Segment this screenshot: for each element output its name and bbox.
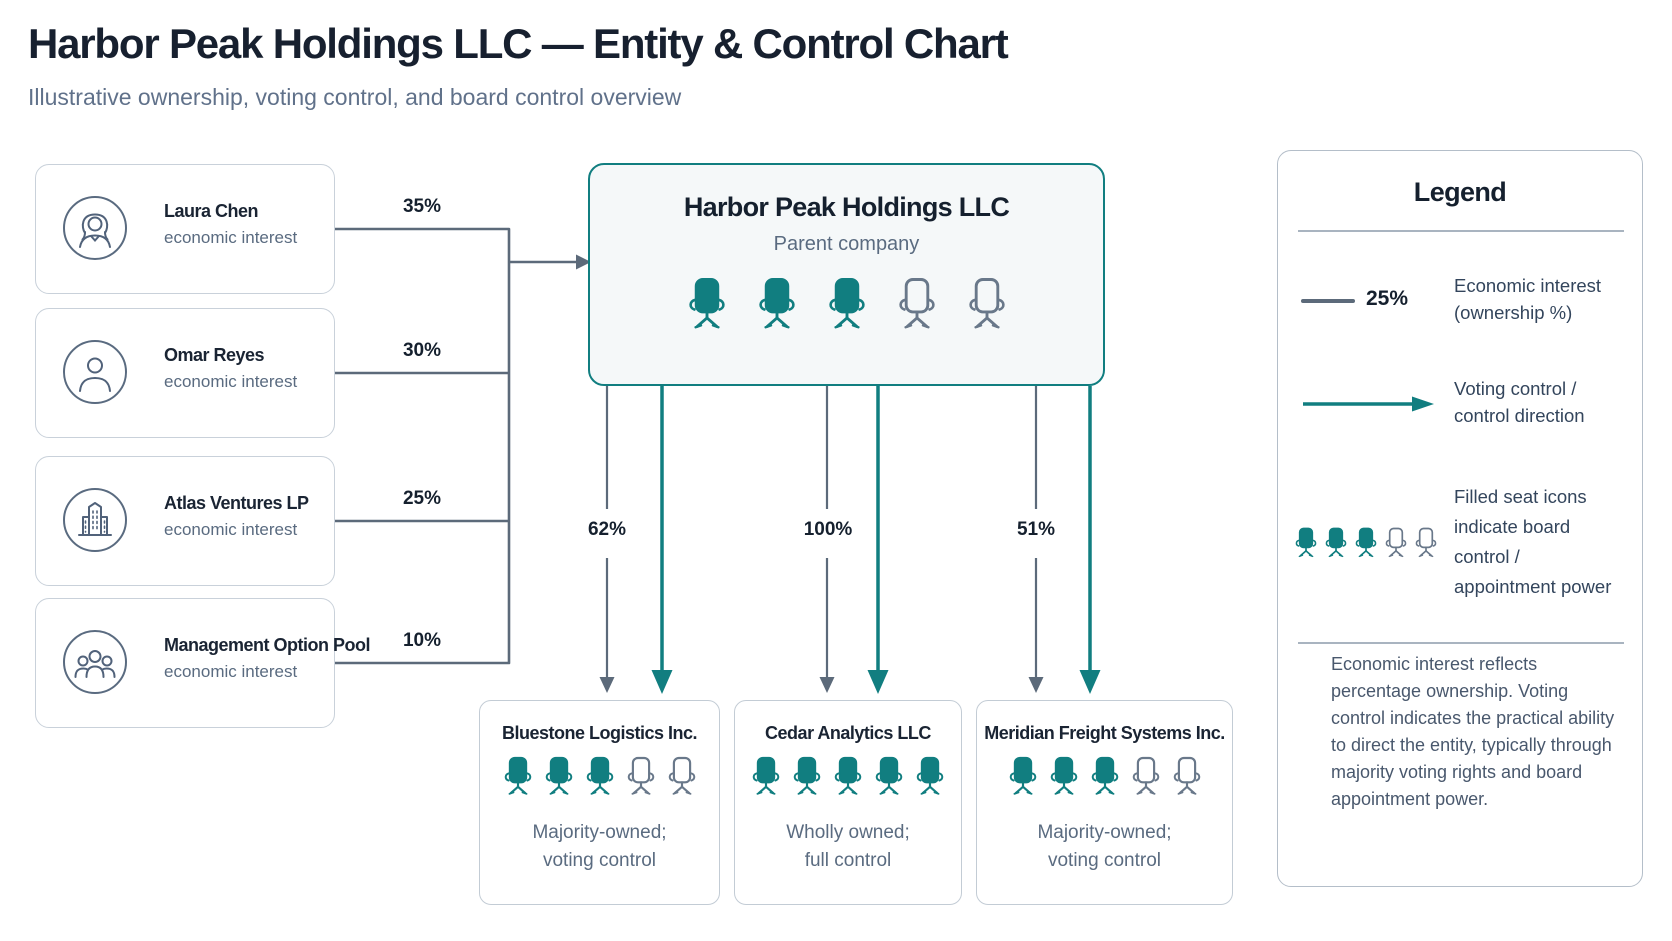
owner-card-laura-chen: Laura Chen economic interest [35, 164, 335, 294]
board-seat-filled-icon [500, 756, 536, 796]
subsidiary-card-bluestone: Bluestone Logistics Inc. Majority-owned;… [479, 700, 720, 905]
voting-control-arrow-icon [1303, 396, 1434, 412]
legend-economic-label: Economic interest (ownership %) [1454, 272, 1601, 326]
board-seat-filled-icon [1352, 527, 1380, 558]
board-seat-filled-icon [871, 756, 907, 796]
legend-text-line: indicate board [1454, 516, 1571, 537]
avatar [63, 630, 127, 694]
parent-entity-descriptor: Parent company [773, 233, 920, 255]
owner-card-omar-reyes: Omar Reyes economic interest [35, 308, 335, 438]
board-seat-empty-icon [664, 756, 700, 796]
caption-line: Majority-owned; [532, 822, 667, 843]
board-seat-filled-icon [1292, 527, 1320, 558]
subsidiary-percent-label: 51% [1016, 519, 1056, 540]
board-seats-row [480, 756, 719, 796]
board-seats-row [590, 277, 1103, 330]
legend-text-line: appointment power [1454, 576, 1612, 597]
subsidiary-caption: Majority-owned; voting control [977, 819, 1232, 875]
subsidiary-percent-label: 62% [587, 519, 627, 540]
legend-text-line: Economic interest [1454, 275, 1602, 296]
caption-line: Wholly owned; [786, 822, 910, 843]
owner-descriptor: economic interest [164, 520, 298, 539]
board-seats-row [735, 756, 961, 796]
subsidiary-caption: Wholly owned; full control [735, 819, 961, 875]
legend-divider [1298, 230, 1624, 232]
board-seat-filled-icon [1087, 756, 1123, 796]
people-group-icon [74, 650, 116, 678]
owner-descriptor: economic interest [164, 372, 298, 391]
board-seat-filled-icon [582, 756, 618, 796]
economic-interest-line-sample [1301, 299, 1355, 303]
legend-note: Economic interest reflects percentage ow… [1331, 654, 1615, 809]
economic-interest-sample-value: 25% [1366, 287, 1409, 310]
legend-divider [1298, 642, 1624, 644]
avatar [63, 340, 127, 404]
board-seat-filled-icon [1005, 756, 1041, 796]
board-seat-filled-icon [748, 756, 784, 796]
legend-board-seats-sample [1292, 527, 1440, 558]
board-seat-filled-icon [830, 756, 866, 796]
legend-text-line: control / [1454, 546, 1520, 567]
board-seat-empty-icon [963, 277, 1011, 330]
caption-line: voting control [542, 850, 656, 871]
male-avatar-icon [79, 357, 111, 392]
owner-card-atlas-ventures: Atlas Ventures LP economic interest [35, 456, 335, 586]
subsidiary-percent-label: 100% [803, 519, 853, 540]
owner-name: Management Option Pool [164, 635, 371, 655]
board-seat-empty-icon [623, 756, 659, 796]
owner-descriptor: economic interest [164, 228, 298, 247]
avatar [63, 488, 127, 552]
board-seat-filled-icon [1322, 527, 1350, 558]
board-seat-empty-icon [893, 277, 941, 330]
legend-title: Legend [1413, 177, 1507, 207]
owner-name: Laura Chen [164, 201, 259, 221]
building-icon [78, 502, 112, 536]
page-title: Harbor Peak Holdings LLC — Entity & Cont… [28, 20, 1009, 67]
caption-line: full control [804, 850, 892, 871]
board-seat-filled-icon [753, 277, 801, 330]
caption-line: Majority-owned; [1037, 822, 1172, 843]
board-seat-filled-icon [683, 277, 731, 330]
board-seat-empty-icon [1128, 756, 1164, 796]
subsidiary-card-cedar: Cedar Analytics LLC Wholly owned; full c… [734, 700, 962, 905]
parent-entity-name: Harbor Peak Holdings LLC [683, 192, 1010, 222]
board-seat-filled-icon [912, 756, 948, 796]
legend-voting-label: Voting control / control direction [1454, 375, 1585, 429]
caption-line: voting control [1047, 850, 1161, 871]
subsidiary-card-meridian: Meridian Freight Systems Inc. Majority-o… [976, 700, 1233, 905]
board-seat-empty-icon [1382, 527, 1410, 558]
avatar [63, 196, 127, 260]
board-seat-filled-icon [1046, 756, 1082, 796]
owner-descriptor: economic interest [164, 662, 298, 681]
ownership-percent-label: 35% [402, 196, 442, 217]
legend-text-line: Voting control / [1454, 378, 1577, 399]
board-seats-row [977, 756, 1232, 796]
parent-entity-card: Harbor Peak Holdings LLC Parent company [588, 163, 1105, 386]
ownership-percent-label: 25% [402, 488, 442, 509]
board-seat-filled-icon [541, 756, 577, 796]
owner-name: Omar Reyes [164, 345, 265, 365]
board-seat-empty-icon [1412, 527, 1440, 558]
ownership-percent-label: 30% [402, 340, 442, 361]
owner-card-management-pool: Management Option Pool economic interest [35, 598, 371, 728]
ownership-percent-label: 10% [402, 630, 442, 651]
subsidiary-caption: Majority-owned; voting control [480, 819, 719, 875]
legend-text-line: Filled seat icons [1454, 486, 1587, 507]
board-seat-empty-icon [1169, 756, 1205, 796]
subsidiary-name: Meridian Freight Systems Inc. [984, 723, 1225, 743]
legend-card: Legend 25% Economic interest (ownership … [1277, 150, 1643, 887]
subsidiary-name: Bluestone Logistics Inc. [501, 723, 698, 743]
board-seat-filled-icon [823, 277, 871, 330]
page-subtitle: Illustrative ownership, voting control, … [28, 84, 682, 110]
owner-name: Atlas Ventures LP [164, 493, 309, 513]
subsidiary-name: Cedar Analytics LLC [765, 723, 931, 743]
legend-seats-label: Filled seat icons indicate board control… [1454, 482, 1611, 602]
board-seat-filled-icon [789, 756, 825, 796]
legend-text-line: (ownership %) [1454, 302, 1573, 323]
female-avatar-icon [79, 213, 111, 248]
legend-text-line: control direction [1454, 405, 1585, 426]
